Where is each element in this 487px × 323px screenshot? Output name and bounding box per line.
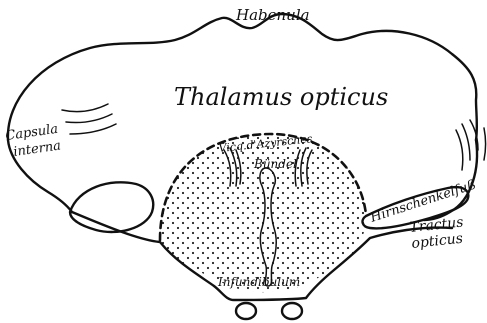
capsula-fibers: [62, 104, 116, 134]
thalamus-outline: [8, 14, 477, 140]
label-habenula: Habenula: [235, 6, 310, 24]
left-oval: [70, 182, 153, 232]
right-fibers: [456, 120, 486, 170]
label-azyr-line2: Bündel: [253, 157, 297, 171]
mammillary-body-right: [282, 303, 302, 319]
label-thalamus-opticus: Thalamus opticus: [174, 83, 388, 111]
label-infundibulum: Infundibulum: [217, 275, 300, 289]
mammillary-body-left: [236, 303, 256, 319]
